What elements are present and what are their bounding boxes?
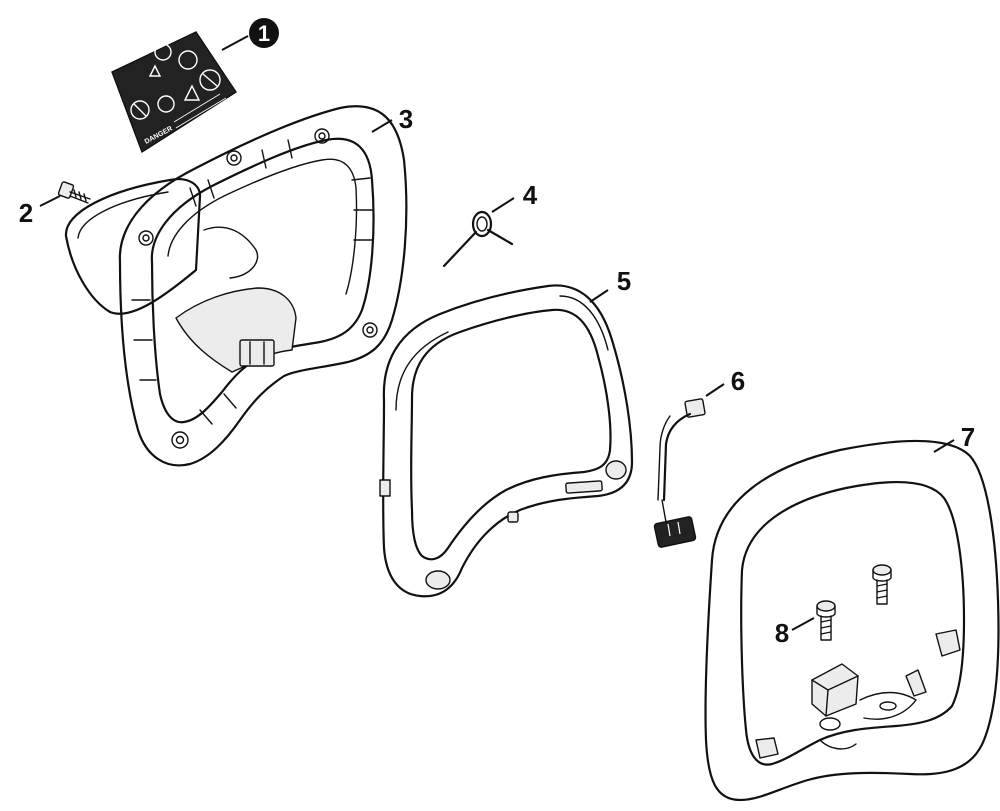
callout-1: 1	[221, 18, 279, 51]
part-7-loop-handle	[704, 439, 1000, 802]
callout-7: 7	[933, 422, 975, 453]
callout-5-label: 5	[617, 266, 631, 296]
part-6-switch-harness	[653, 398, 706, 548]
callout-5: 5	[589, 266, 631, 303]
part-8-cap-screw-left	[816, 600, 836, 641]
callout-3: 3	[371, 104, 413, 134]
callout-1-label: 1	[258, 21, 270, 46]
part-8-cap-screw-right	[872, 564, 892, 605]
part-1-warning-decal: DANGER	[111, 31, 237, 154]
callout-4: 4	[491, 180, 538, 213]
part-5-handle-frame	[379, 284, 634, 598]
callout-2-label: 2	[19, 198, 33, 228]
callout-7-label: 7	[961, 422, 975, 452]
callout-8-label: 8	[775, 618, 789, 648]
part-2-screw	[57, 181, 91, 204]
callout-6: 6	[705, 366, 745, 397]
callout-2: 2	[19, 195, 61, 228]
part-4-spring	[442, 210, 514, 268]
callout-3-label: 3	[399, 104, 413, 134]
part-3-handle-housing	[64, 105, 408, 467]
callout-8: 8	[775, 617, 815, 648]
callout-6-label: 6	[731, 366, 745, 396]
callout-4-label: 4	[523, 180, 538, 210]
